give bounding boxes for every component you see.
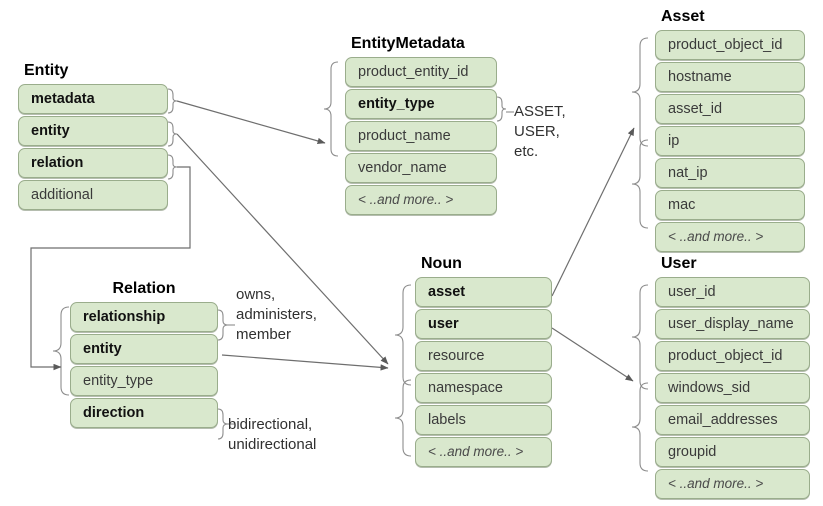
field-user-user-id[interactable]: user_id: [655, 277, 810, 307]
field-noun-namespace[interactable]: namespace: [415, 373, 552, 403]
field-user-product-object-id[interactable]: product_object_id: [655, 341, 810, 371]
entity-metadata-field-list: product_entity_id entity_type product_na…: [345, 57, 497, 215]
brace-asset-left-lower: [631, 139, 649, 229]
edge-metadata-to-entitymetadata: [176, 100, 326, 145]
field-user-windows-sid[interactable]: windows_sid: [655, 373, 810, 403]
field-relation-entity-type[interactable]: entity_type: [70, 366, 218, 396]
annotation-direction-values: bidirectional, unidirectional: [228, 416, 317, 453]
field-asset-hostname[interactable]: hostname: [655, 62, 805, 92]
field-asset-product-object-id[interactable]: product_object_id: [655, 30, 805, 60]
field-user-and-more[interactable]: < ..and more.. >: [655, 469, 810, 499]
field-entity-additional[interactable]: additional: [18, 180, 168, 210]
group-title-user: User: [661, 255, 697, 272]
annotation-relationship-values: owns, administers, member: [236, 286, 317, 343]
brace-entity-metadata: [167, 88, 178, 114]
field-entity-relation[interactable]: relation: [18, 148, 168, 178]
field-relation-relationship[interactable]: relationship: [70, 302, 218, 332]
group-title-asset: Asset: [661, 8, 705, 25]
brace-asset-left: [631, 37, 649, 147]
field-relation-direction[interactable]: direction: [70, 398, 218, 428]
group-title-entity: Entity: [24, 62, 69, 79]
field-em-vendor-name[interactable]: vendor_name: [345, 153, 497, 183]
field-em-product-entity-id[interactable]: product_entity_id: [345, 57, 497, 87]
field-noun-asset[interactable]: asset: [415, 277, 552, 307]
brace-entitymetadata-left: [323, 61, 339, 157]
field-relation-entity[interactable]: entity: [70, 334, 218, 364]
field-entity-entity[interactable]: entity: [18, 116, 168, 146]
group-relation: Relation relationship entity entity_type…: [70, 280, 218, 428]
field-entity-metadata[interactable]: metadata: [18, 84, 168, 114]
brace-user-left: [631, 284, 649, 390]
field-user-user-display-name[interactable]: user_display_name: [655, 309, 810, 339]
field-em-product-name[interactable]: product_name: [345, 121, 497, 151]
brace-entity-relation: [167, 154, 178, 180]
field-asset-asset-id[interactable]: asset_id: [655, 94, 805, 124]
group-title-noun: Noun: [421, 255, 462, 272]
entity-field-list: metadata entity relation additional: [18, 84, 168, 210]
annotation-entity-type-values: ASSET, USER, etc.: [514, 103, 566, 160]
group-entity: Entity metadata entity relation addition…: [18, 62, 168, 210]
brace-noun-left-lower: [394, 379, 412, 457]
brace-relationship-values: [217, 309, 229, 341]
field-user-email-addresses[interactable]: email_addresses: [655, 405, 810, 435]
field-asset-nat-ip[interactable]: nat_ip: [655, 158, 805, 188]
asset-field-list: product_object_id hostname asset_id ip n…: [655, 30, 805, 252]
noun-field-list: asset user resource namespace labels < .…: [415, 277, 552, 467]
field-noun-and-more[interactable]: < ..and more.. >: [415, 437, 552, 467]
edge-user-to-user: [551, 327, 634, 382]
brace-entity-entity: [167, 121, 178, 147]
group-title-entity-metadata: EntityMetadata: [351, 35, 465, 52]
field-asset-ip[interactable]: ip: [655, 126, 805, 156]
field-asset-mac[interactable]: mac: [655, 190, 805, 220]
field-asset-and-more[interactable]: < ..and more.. >: [655, 222, 805, 252]
field-noun-resource[interactable]: resource: [415, 341, 552, 371]
group-entity-metadata: EntityMetadata product_entity_id entity_…: [345, 35, 497, 215]
group-noun: Noun asset user resource namespace label…: [415, 255, 552, 467]
brace-user-left-lower: [631, 382, 649, 472]
field-em-entity-type[interactable]: entity_type: [345, 89, 497, 119]
brace-entity-type-values: [496, 96, 507, 122]
group-asset: Asset product_object_id hostname asset_i…: [655, 8, 805, 252]
field-user-groupid[interactable]: groupid: [655, 437, 810, 467]
user-field-list: user_id user_display_name product_object…: [655, 277, 810, 499]
brace-relation-left: [52, 306, 70, 396]
group-title-relation: Relation: [112, 280, 176, 297]
brace-direction-values: [217, 408, 229, 440]
field-noun-labels[interactable]: labels: [415, 405, 552, 435]
field-em-and-more[interactable]: < ..and more.. >: [345, 185, 497, 215]
field-noun-user[interactable]: user: [415, 309, 552, 339]
group-user: User user_id user_display_name product_o…: [655, 255, 810, 499]
brace-noun-left: [394, 284, 412, 386]
relation-field-list: relationship entity entity_type directio…: [70, 302, 218, 428]
edge-relationentity-to-noun: [221, 354, 389, 371]
